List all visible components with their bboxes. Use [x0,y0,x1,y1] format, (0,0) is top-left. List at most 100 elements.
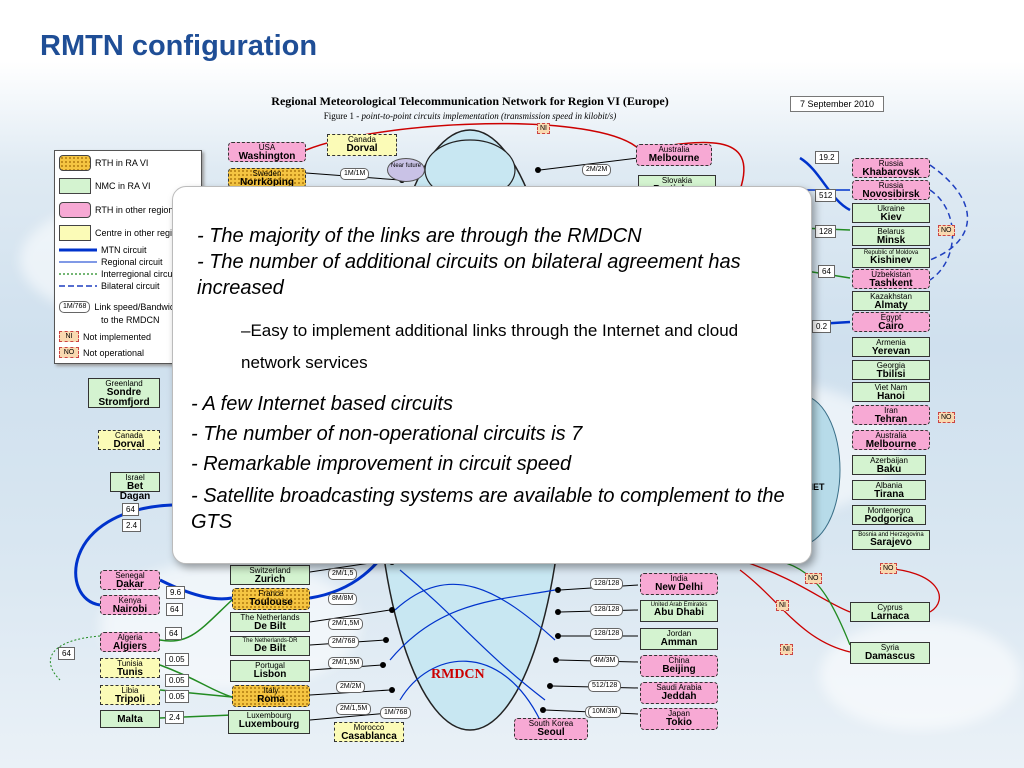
node-city: Abu Dhabi [654,607,704,618]
node-country: India [670,574,688,583]
diagram-subtitle-text: point-to-point circuits implementation (… [361,111,617,121]
link-speed-label: 0.05 [165,674,189,687]
diagram-subtitle-prefix: Figure 1 - [323,111,362,121]
link-speed-label: 2M/2M [336,681,366,693]
diagram-subtitle: Figure 1 - point-to-point circuits imple… [220,111,720,121]
node-country: South Korea [528,719,574,728]
node-city: Yerevan [871,346,911,357]
node-country: Switzerland [249,566,291,575]
node-country: Armenia [876,338,906,347]
not-operational-flag: NO [938,225,955,236]
node-country: Australia [658,145,690,154]
node-city: Almaty [874,300,908,311]
legend-label: Centre in other region [95,228,183,238]
node-city: Algiers [113,641,147,652]
node-country: Jordan [666,629,692,638]
node-country: Luxembourg [246,711,292,720]
legend-label: NMC in RA VI [95,181,151,191]
legend-label: Regional circuit [101,257,163,267]
legend-line [59,261,97,263]
mtn-link [799,156,851,212]
rmdcn-mesh-link [399,569,546,701]
access-point [389,607,395,613]
not-implemented-flag: NI [776,600,789,611]
node-city: Damascus [864,651,916,662]
access-point [555,587,561,593]
legend-speed-sample: 1M/768 [59,301,91,313]
rmdcn-mesh-link [399,660,541,721]
node-country: Montenegro [867,506,911,515]
link-speed-label: 64 [58,647,75,660]
date-box: 7 September 2010 [790,96,884,112]
node-country: Portugal [255,661,285,670]
node-country: Russia [878,181,904,190]
link-speed-label: 512/128 [588,680,622,692]
legend-line [59,248,97,252]
bullet-2: - The number of additional circuits on b… [197,251,741,299]
node-city: Jeddah [661,691,697,702]
legend-mtn: MTN circuit [59,245,147,255]
legend-label: Not implemented [83,331,152,342]
link-speed-label: 128/128 [590,578,624,590]
node-city: Seoul [537,727,565,738]
node-country: Greenland [105,379,143,388]
internet-label: RNET [800,482,825,492]
link-speed-label: 2M/1,5M [336,703,372,715]
legend-regional: Regional circuit [59,257,163,267]
link-speed-label: 1M/1M [340,168,370,180]
legend-label: Not operational [83,347,145,358]
node-city: New Delhi [655,582,703,593]
access-point [540,707,546,713]
not-operational-flag: NO [880,563,897,574]
node-country: Azerbaijan [870,456,908,465]
legend-label: to the RMDCN [101,315,160,325]
node-country: Viet Nam [874,383,908,392]
legend-swatch [59,202,91,218]
sub-bullet-1: –Easy to implement additional links thro… [241,321,739,372]
bullet-6-text: Satellite broadcasting systems are avail… [191,485,785,533]
node-city: Roma [257,694,285,705]
bullet-1: - The majority of the links are through … [197,225,642,247]
node-country: Israel [125,473,145,482]
bullet-4-text: The number of non-operational circuits i… [203,423,583,445]
link-speed-label: 64 [166,603,183,616]
node-city: De Bilt [254,621,286,632]
node-country: The Netherlands [240,613,300,622]
link-speed-label: 9.6 [166,586,186,599]
node-city: Beijing [662,664,696,675]
node-city: Tbilisi [876,369,906,380]
node-country: Italy [263,686,279,695]
node-city: Sondre Stromfjord [98,387,150,408]
legend-label: MTN circuit [101,245,147,255]
node-country: China [668,656,690,665]
regional-link [50,635,101,681]
node-city: Dorval [346,143,378,154]
node-country: Kenya [118,596,142,605]
node-city: Kiev [880,212,902,223]
not-operational-flag: NO [805,573,822,584]
node-city: Nairobi [112,604,148,615]
node-city: Toulouse [249,597,293,608]
node-city: Kishinev [870,255,912,266]
link-speed-label: 19.2 [815,151,839,164]
